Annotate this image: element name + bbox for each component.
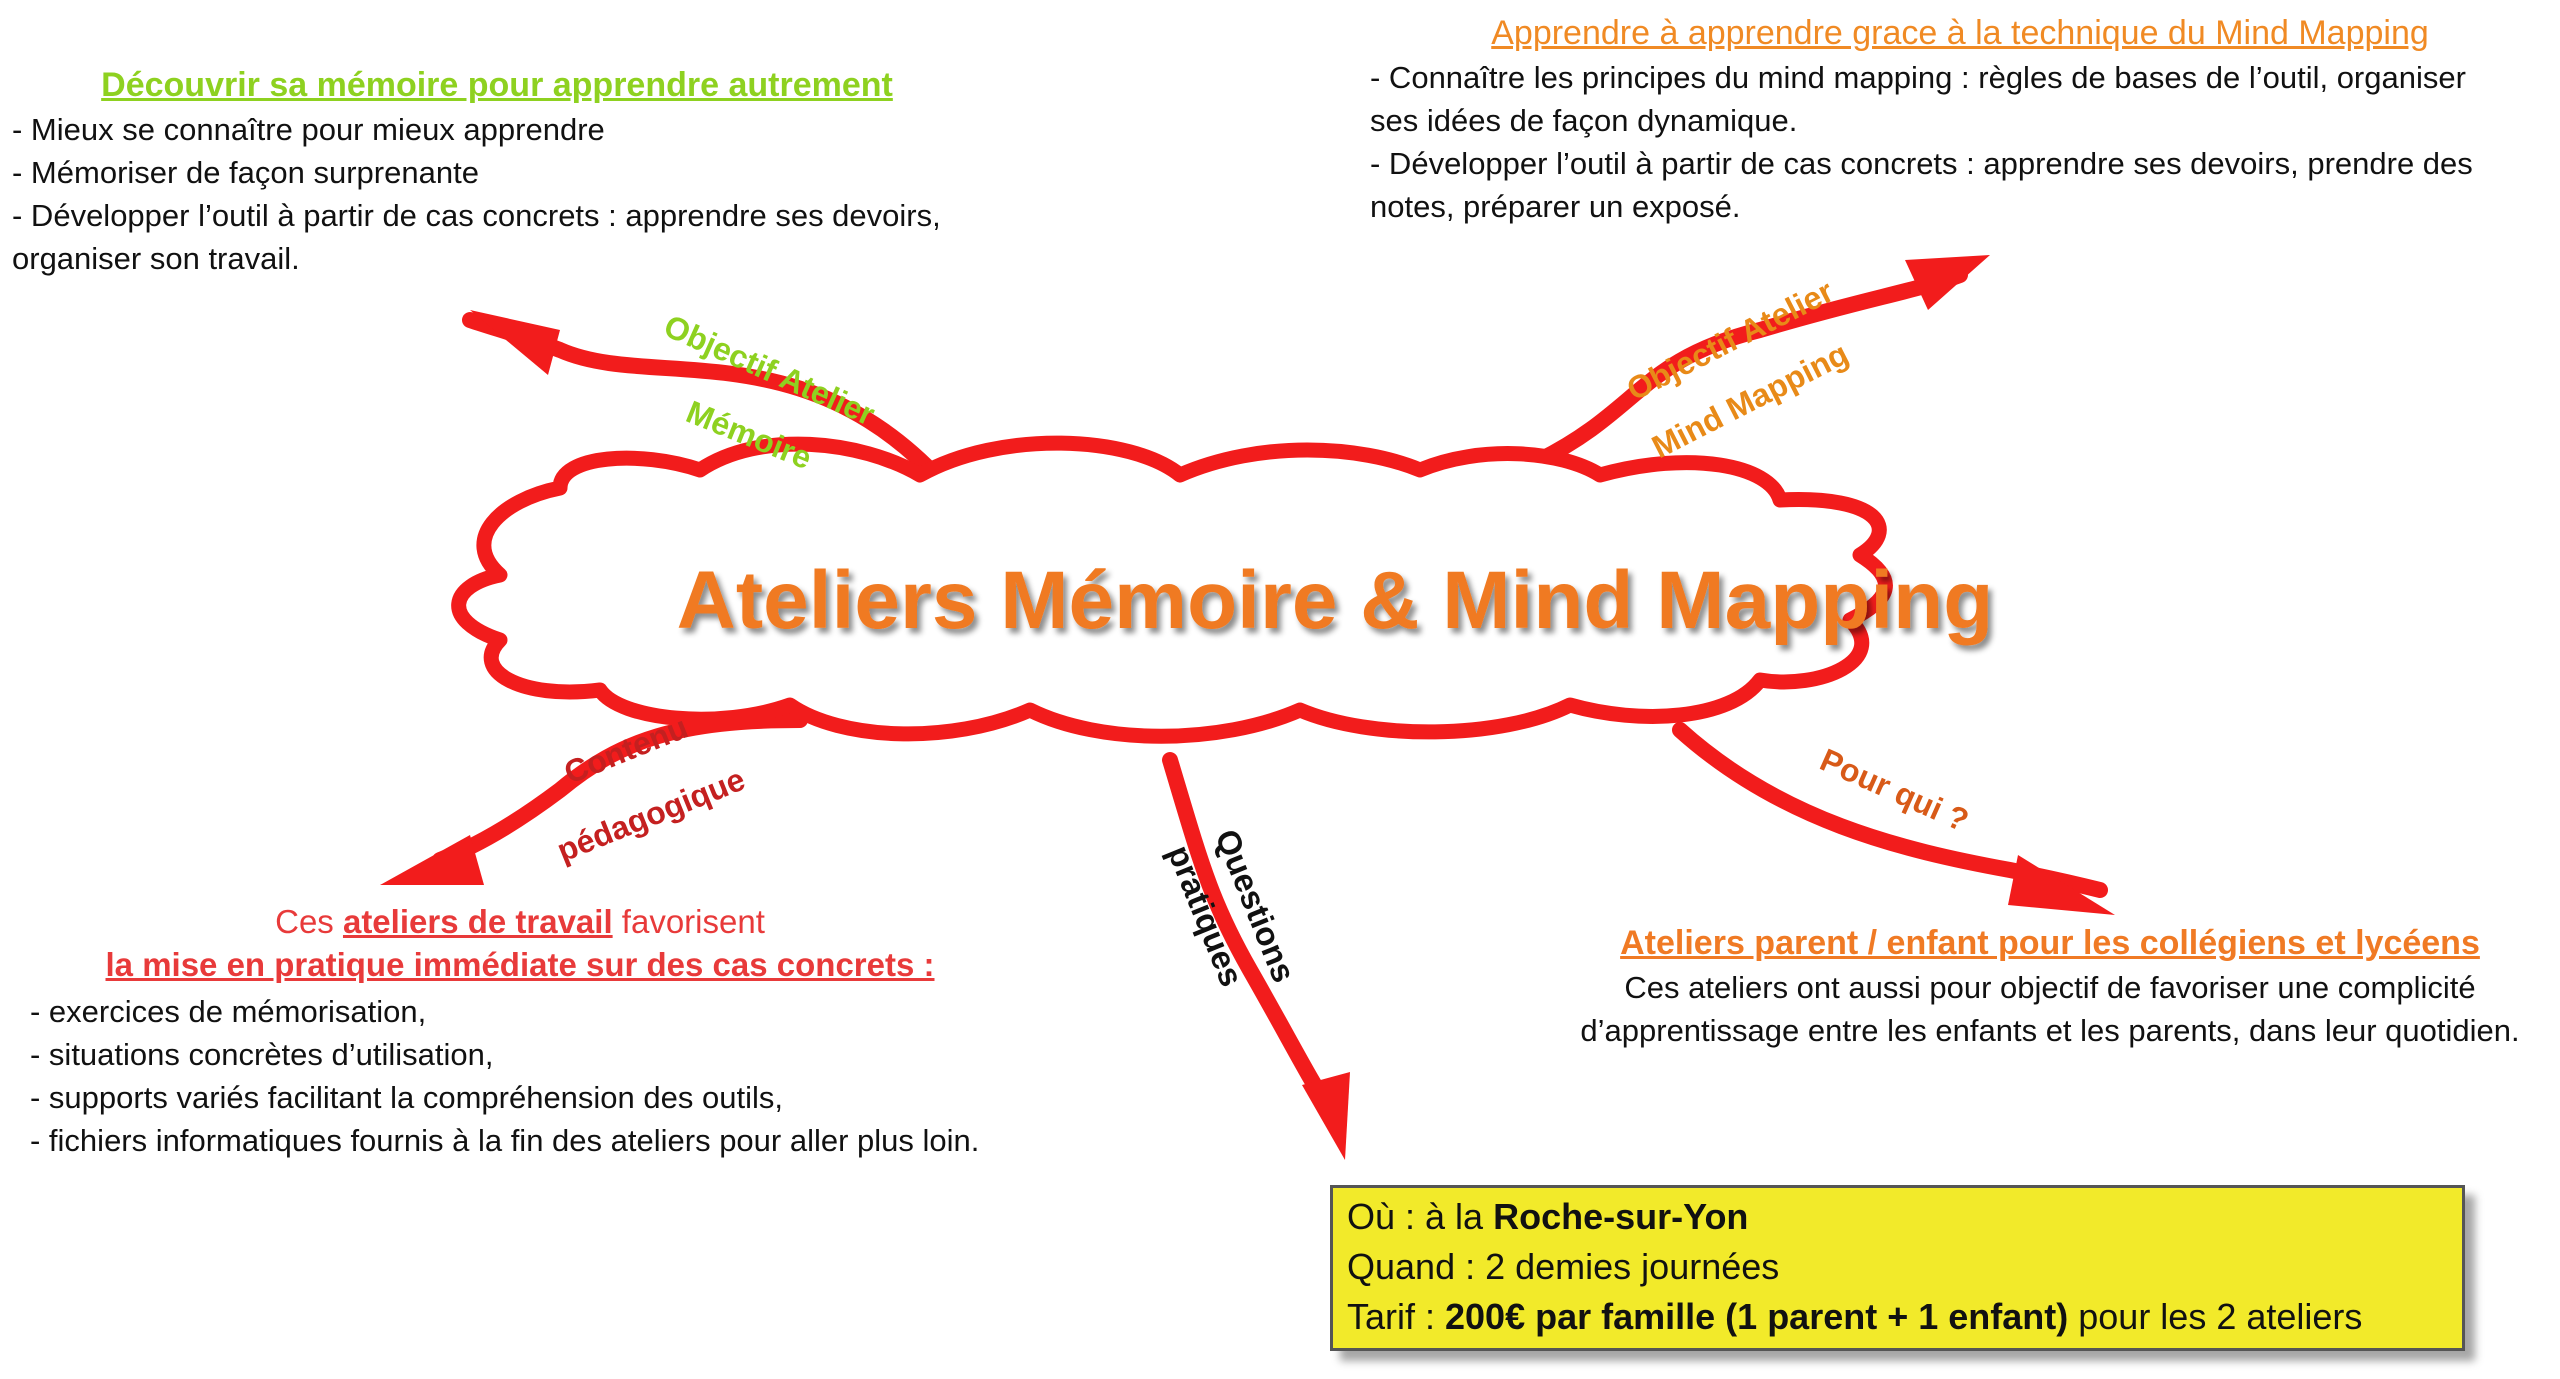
where-location: Roche-sur-Yon xyxy=(1493,1196,1749,1237)
content-subtitle: la mise en pratique immédiate sur des ca… xyxy=(105,946,935,983)
mindmap-objective-line: notes, préparer un exposé. xyxy=(1370,189,1741,224)
mindmap-objective-title: Apprendre à apprendre grace à la techniq… xyxy=(1491,14,2429,52)
branch-content-label-line1: Contenu xyxy=(559,709,693,791)
content-block: Ces ateliers de travail favorisent la mi… xyxy=(20,900,1080,1162)
memory-objective-line: organiser son travail. xyxy=(12,241,300,276)
branch-mindmap-arrow xyxy=(1532,255,1990,468)
memory-objective-line: - Mieux se connaître pour mieux apprendr… xyxy=(12,112,605,147)
list-item: - fichiers informatiques fournis à la fi… xyxy=(30,1123,980,1158)
mindmap-objective-line: ses idées de façon dynamique. xyxy=(1370,103,1798,138)
mindmap-objective-line: - Développer l’outil à partir de cas con… xyxy=(1370,146,2473,181)
list-item: - supports variés facilitant la compréhe… xyxy=(30,1080,783,1115)
memory-objective-block: Découvrir sa mémoire pour apprendre autr… xyxy=(12,62,1012,280)
where-prefix: Où : à la xyxy=(1347,1196,1494,1237)
content-list: - exercices de mémorisation, - situation… xyxy=(20,990,1080,1162)
price-suffix: pour les 2 ateliers xyxy=(2068,1296,2363,1337)
list-item: - situations concrètes d’utilisation, xyxy=(30,1037,494,1072)
content-intro-suffix: favorisent xyxy=(612,903,765,940)
audience-line: Ces ateliers ont aussi pour objectif de … xyxy=(1624,970,2476,1005)
audience-title: Ateliers parent / enfant pour les collég… xyxy=(1620,924,2480,962)
memory-objective-line: - Mémoriser de façon surprenante xyxy=(12,155,479,190)
content-intro: Ces ateliers de travail favorisent xyxy=(20,900,1020,943)
branch-mindmap-label: Objectif Atelier Mind Mapping xyxy=(1621,273,1854,465)
practical-info-box: Où : à la Roche-sur-Yon Quand : 2 demies… xyxy=(1330,1185,2465,1351)
price-prefix: Tarif : xyxy=(1347,1296,1446,1337)
content-intro-prefix: Ces xyxy=(275,903,343,940)
price-line: Tarif : 200€ par famille (1 parent + 1 e… xyxy=(1347,1292,2448,1342)
branch-who-arrow xyxy=(1672,722,2115,915)
mindmap-objective-block: Apprendre à apprendre grace à la techniq… xyxy=(1370,10,2550,228)
when-line: Quand : 2 demies journées xyxy=(1347,1246,1780,1287)
list-item: - exercices de mémorisation, xyxy=(30,994,427,1029)
branch-practical-label: Questions pratiques xyxy=(1161,824,1303,992)
memory-objective-line: - Développer l’outil à partir de cas con… xyxy=(12,198,941,233)
price-amount: 200€ par famille (1 parent + 1 enfant) xyxy=(1445,1296,2069,1337)
content-intro-bold: ateliers de travail xyxy=(342,903,613,940)
audience-line: d’apprentissage entre les enfants et les… xyxy=(1580,1013,2520,1048)
audience-block: Ateliers parent / enfant pour les collég… xyxy=(1550,920,2550,1052)
where-line: Où : à la Roche-sur-Yon xyxy=(1347,1192,2448,1242)
memory-objective-title: Découvrir sa mémoire pour apprendre autr… xyxy=(101,66,893,104)
branch-memory-arrow xyxy=(462,310,948,488)
branch-content-label: Contenu pédagogique xyxy=(552,709,750,869)
branch-practical-arrow xyxy=(1162,752,1350,1160)
central-cloud xyxy=(451,435,1893,744)
mindmap-objective-line: - Connaître les principes du mind mappin… xyxy=(1370,60,2466,95)
central-title: Ateliers Mémoire & Mind Mapping xyxy=(677,555,1994,646)
